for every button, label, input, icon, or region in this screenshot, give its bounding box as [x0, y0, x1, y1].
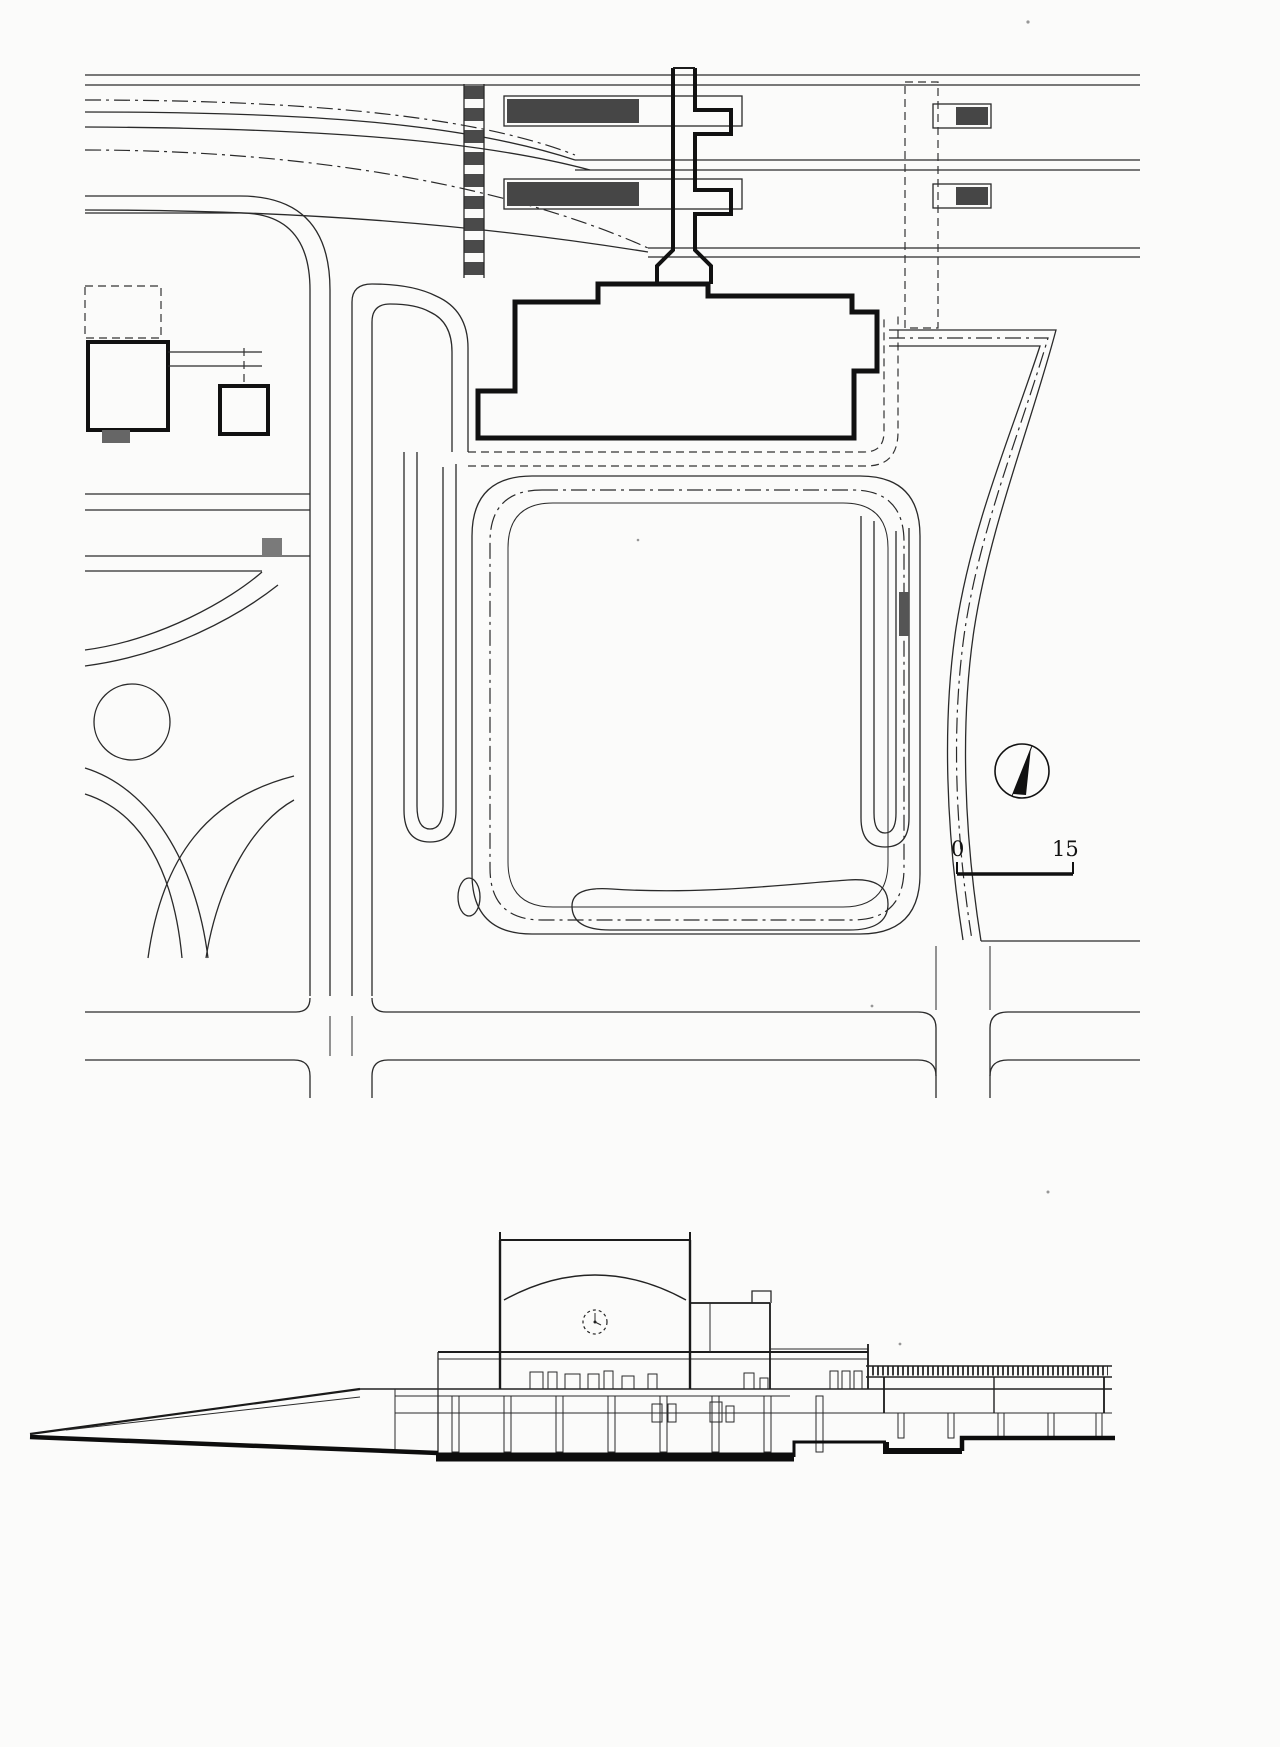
platform-hatch-block [956, 187, 988, 205]
section-platform-canopy [866, 1365, 1112, 1413]
section-kiosks [529, 1370, 863, 1423]
forecourt-islands [457, 877, 889, 931]
section-floor-lines [360, 1351, 1112, 1457]
platform-access-dashed [904, 81, 939, 329]
west-buildings [84, 285, 270, 443]
scan-specks [636, 20, 1050, 1346]
railway-platforms [503, 81, 992, 329]
scale-end-label: 15 [1052, 837, 1079, 861]
section-base-slab [29, 1434, 1115, 1462]
section-drawing [29, 1232, 1115, 1462]
roundabout [93, 683, 171, 761]
station-building-outline [475, 281, 880, 441]
building-hatch-block [102, 430, 130, 443]
section-hall [437, 1232, 692, 1389]
south-avenue [85, 946, 1140, 1098]
section-ramp [29, 1387, 361, 1436]
station-canopy-dashed [468, 316, 899, 467]
scale-zero-label: 0 [951, 837, 964, 861]
railway-tracks [84, 74, 1140, 258]
track-overbridge [463, 84, 485, 278]
section-annex [690, 1290, 869, 1389]
east-hairpin-lane [860, 516, 910, 848]
west-hairpin-ramp [403, 452, 457, 843]
north-arrow-icon [994, 743, 1050, 799]
small-building [218, 384, 270, 436]
shelter-hatch-block [899, 592, 909, 636]
platform-hatch-block [507, 182, 639, 206]
forecourt-loop-road [471, 475, 921, 935]
section-basement-columns [451, 1395, 1103, 1453]
platform-hatch-block [956, 107, 988, 125]
platform-hatch-block [507, 99, 639, 123]
street-hatch-block [262, 538, 282, 556]
station-access-spine [655, 67, 733, 284]
west-street-network [84, 195, 469, 996]
east-boundary-road [889, 329, 1140, 942]
section-clock-icon [582, 1309, 608, 1335]
scale-bar: 0 15 [951, 837, 1079, 876]
hall-arch-roof [503, 1274, 687, 1301]
